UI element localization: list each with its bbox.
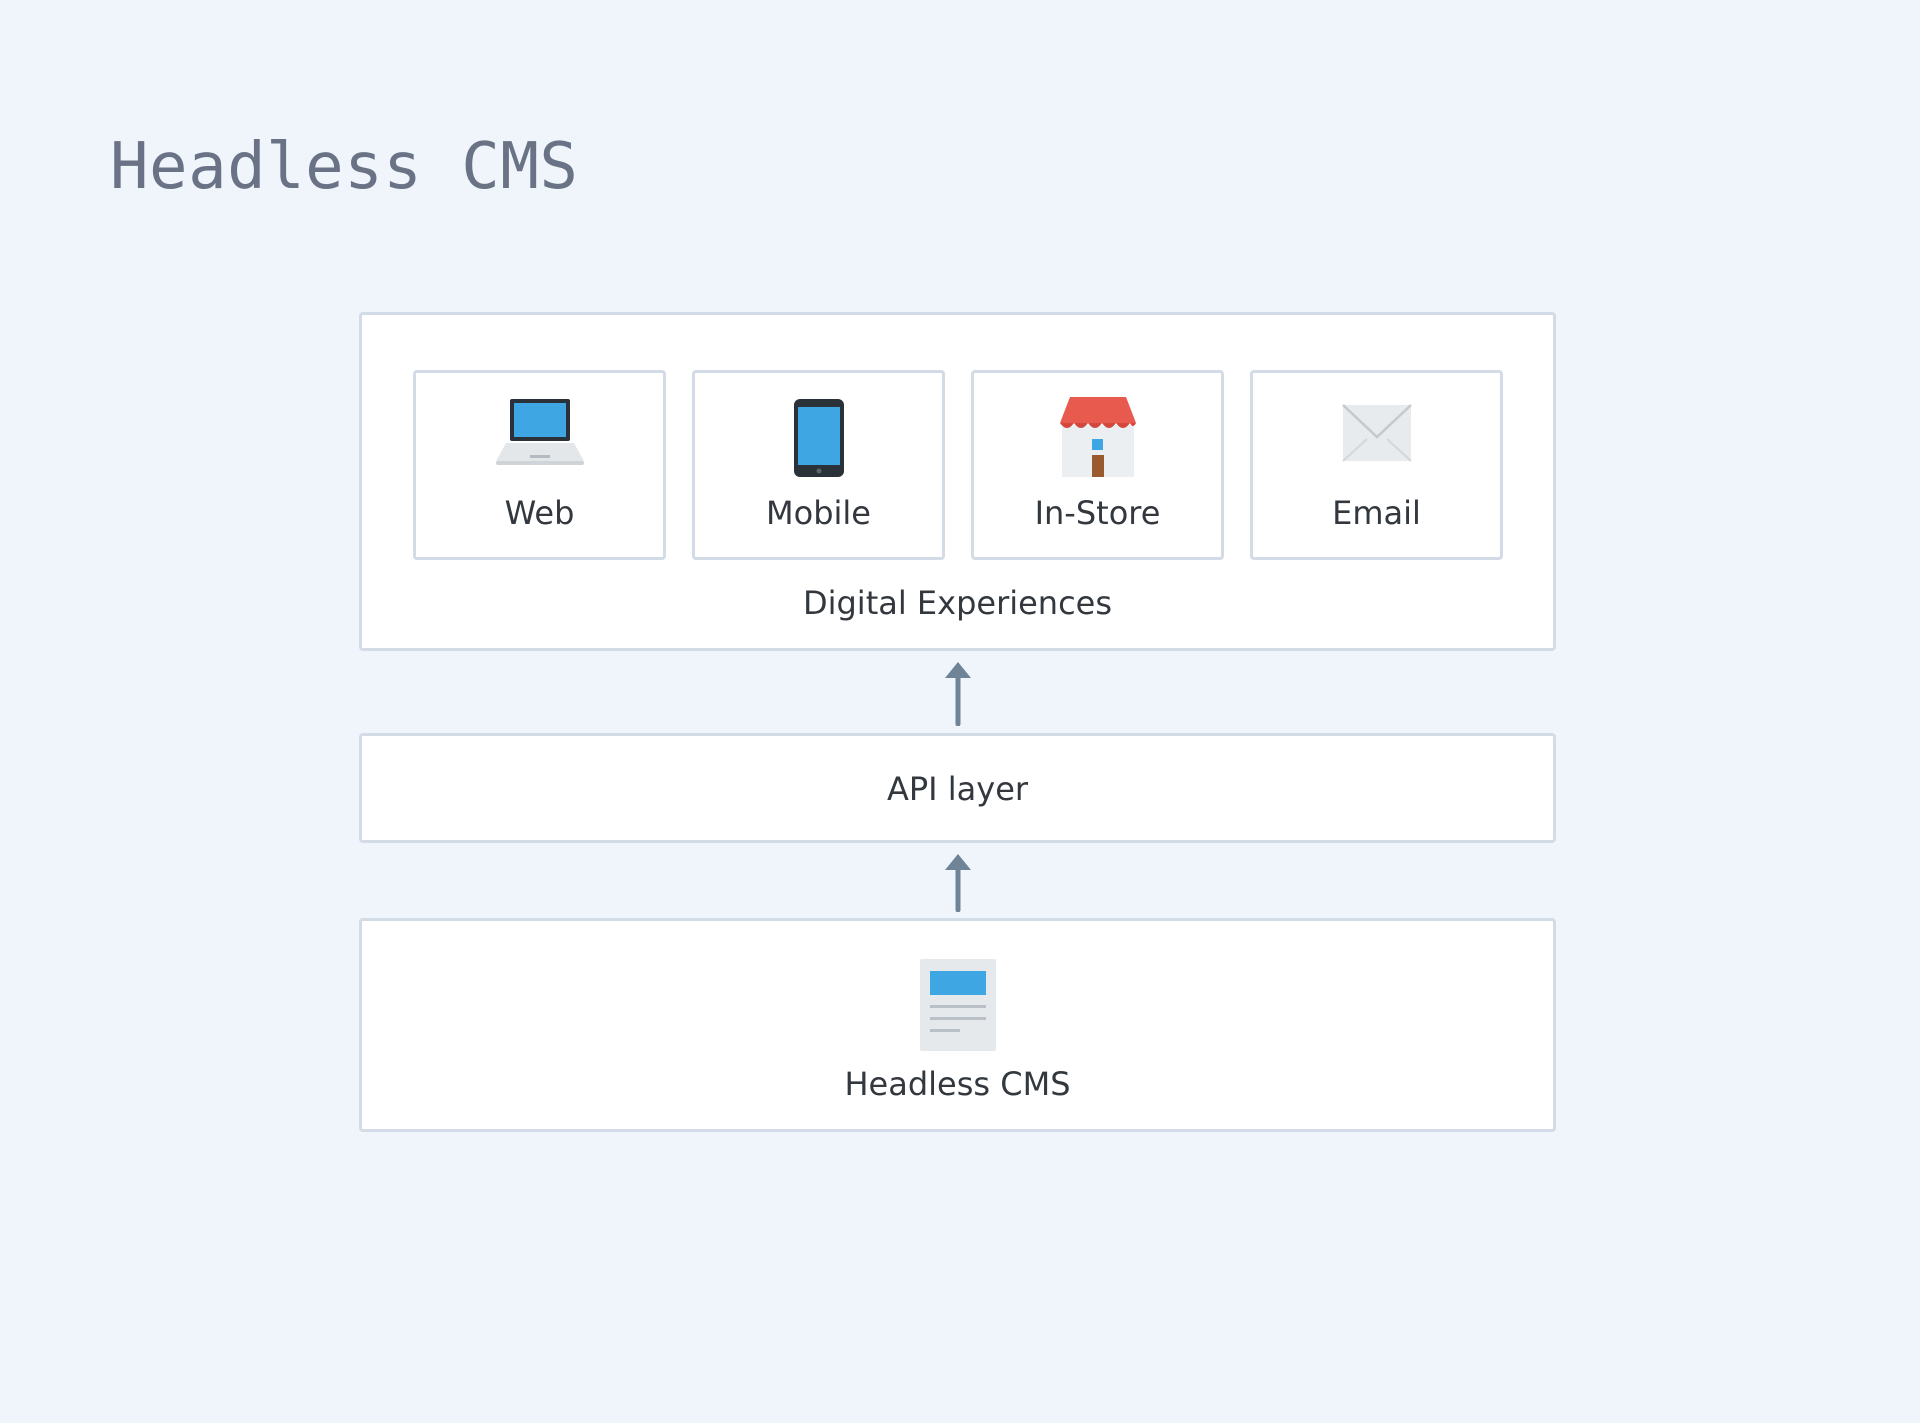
headless-cms-panel: Headless CMS <box>359 918 1556 1132</box>
channel-label-web: Web <box>504 494 575 532</box>
headless-cms-label: Headless CMS <box>844 1065 1071 1103</box>
channel-card-web: Web <box>413 370 666 560</box>
arrow-up-icon <box>943 852 973 912</box>
slide-title: Headless CMS <box>110 130 579 204</box>
laptop-icon <box>490 391 590 479</box>
store-icon <box>1048 391 1148 479</box>
channel-label-in-store: In-Store <box>1034 494 1161 532</box>
digital-experiences-caption: Digital Experiences <box>802 584 1113 622</box>
channel-label-mobile: Mobile <box>766 494 871 532</box>
channel-label-email: Email <box>1332 494 1421 532</box>
phone-icon <box>769 391 869 479</box>
channel-card-email: Email <box>1250 370 1503 560</box>
envelope-icon <box>1327 391 1427 479</box>
document-icon <box>918 957 998 1053</box>
arrow-up-icon <box>943 660 973 726</box>
channel-card-in-store: In-Store <box>971 370 1224 560</box>
api-layer-label: API layer <box>886 770 1029 808</box>
digital-experiences-panel: Web Mobile In-Store <box>359 312 1556 651</box>
channel-card-mobile: Mobile <box>692 370 945 560</box>
api-layer-panel: API layer <box>359 733 1556 843</box>
